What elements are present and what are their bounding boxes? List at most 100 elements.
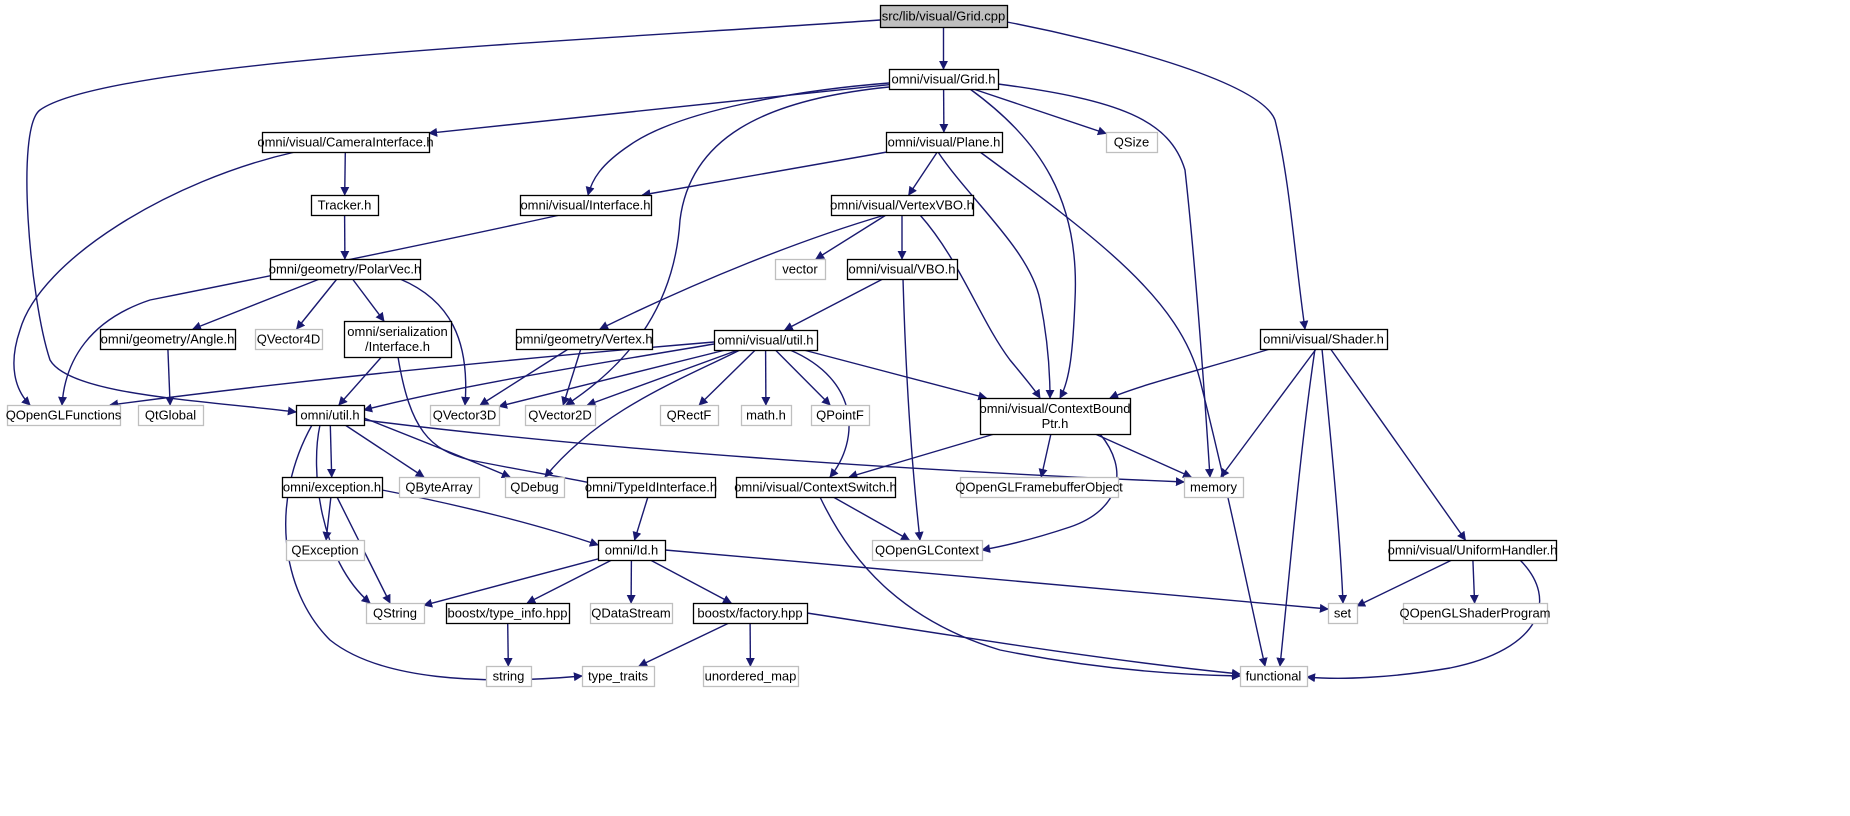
node-qvector2d: QVector2D	[524, 404, 597, 427]
node-vertexvbo[interactable]: omni/visual/VertexVBO.h	[830, 194, 975, 217]
node-box-qoglshader	[1402, 602, 1549, 625]
node-qexception: QException	[285, 539, 366, 562]
node-box-qbytearray	[398, 476, 481, 499]
node-label-ctxswitch: omni/visual/ContextSwitch.h	[734, 480, 897, 495]
edge-ctxswitch-to-functional	[819, 496, 1241, 681]
edge-grid_h-to-interface	[585, 82, 890, 196]
edge-id-to-set	[664, 549, 1329, 613]
node-box-camera	[261, 131, 431, 154]
node-unorderedmap: unordered_map	[702, 665, 800, 688]
node-label-qrectf: QRectF	[667, 408, 712, 423]
node-label-set: set	[1334, 606, 1352, 621]
node-interface[interactable]: omni/visual/Interface.h	[519, 194, 653, 217]
edge-uniform-to-qoglshader	[1469, 559, 1479, 604]
edge-vbo-to-qoglcontext	[902, 278, 924, 541]
node-qtglobal: QtGlobal	[137, 404, 205, 427]
node-label-qvector3d: QVector3D	[433, 408, 497, 423]
node-label-qoglcontext: QOpenGLContext	[875, 543, 979, 558]
edge-uniform-to-functional	[1306, 559, 1541, 683]
edge-root-to-shader	[1006, 21, 1309, 330]
node-label-qtglobal: QtGlobal	[145, 408, 196, 423]
node-label-qdatastream: QDataStream	[591, 606, 670, 621]
edge-util-to-qbytearray	[344, 424, 425, 478]
edge-vutil-to-qdebug	[544, 349, 741, 478]
node-label-typeid: omni/TypeIdInterface.h	[585, 480, 717, 495]
node-box-grid_h	[888, 68, 1000, 91]
edge-root-to-util	[26, 19, 881, 416]
edge-vertexvbo-to-vertex	[599, 214, 886, 330]
node-qoglcontext: QOpenGLContext	[871, 539, 984, 562]
node-root[interactable]: src/lib/visual/Grid.cpp	[879, 4, 1009, 29]
node-box-vbo	[846, 258, 959, 281]
edge-polarvec-to-qvector4d	[296, 278, 338, 330]
node-box-factory	[692, 602, 809, 625]
node-box-ctxswitch	[735, 476, 897, 499]
node-plane[interactable]: omni/visual/Plane.h	[885, 131, 1004, 154]
node-serialization[interactable]: omni/serialization/Interface.h	[343, 320, 453, 359]
edge-util-to-memory	[363, 419, 1185, 487]
node-qstring: QString	[365, 602, 426, 625]
node-qdebug: QDebug	[504, 476, 566, 499]
node-polarvec[interactable]: omni/geometry/PolarVec.h	[269, 258, 421, 281]
node-shader[interactable]: omni/visual/Shader.h	[1259, 328, 1389, 351]
node-label-qoglfunc: QOpenGLFunctions	[6, 408, 122, 423]
node-typeinfo[interactable]: boostx/type_info.hpp	[445, 602, 571, 625]
node-box-vector	[774, 258, 827, 281]
node-label-plane: omni/visual/Plane.h	[888, 135, 1001, 150]
node-box-functional	[1239, 665, 1309, 688]
edge-shader-to-set	[1321, 348, 1348, 604]
node-vertex[interactable]: omni/geometry/Vertex.h	[515, 328, 654, 351]
node-label-interface: omni/visual/Interface.h	[520, 198, 650, 213]
edge-ctxbound-to-memory	[1094, 433, 1193, 478]
node-camera[interactable]: omni/visual/CameraInterface.h	[257, 131, 434, 154]
node-label-vbo: omni/visual/VBO.h	[849, 262, 956, 277]
node-grid_h[interactable]: omni/visual/Grid.h	[888, 68, 1000, 91]
edge-vutil-to-qpointf	[774, 349, 831, 406]
node-label-util: omni/util.h	[300, 408, 359, 423]
node-angle[interactable]: omni/geometry/Angle.h	[99, 328, 237, 351]
node-label-qpointf: QPointF	[816, 408, 864, 423]
node-box-serialization	[343, 320, 453, 359]
node-label-unorderedmap: unordered_map	[705, 669, 797, 684]
node-box-qdebug	[504, 476, 566, 499]
edge-shader-to-functional	[1276, 348, 1316, 667]
node-label-memory: memory	[1190, 480, 1237, 495]
node-box-typeinfo	[445, 602, 571, 625]
node-factory[interactable]: boostx/factory.hpp	[692, 602, 809, 625]
node-label-qstring: QString	[373, 606, 417, 621]
node-label-typetraits: type_traits	[588, 669, 648, 684]
edge-vbo-to-vutil	[783, 278, 884, 331]
node-label-qbytearray: QByteArray	[405, 480, 473, 495]
node-box-exception	[281, 476, 384, 499]
node-label-qsize: QSize	[1114, 135, 1149, 150]
node-label-factory: boostx/factory.hpp	[697, 606, 802, 621]
node-exception[interactable]: omni/exception.h	[281, 476, 384, 499]
node-label-mathh: math.h	[746, 408, 786, 423]
node-vutil[interactable]: omni/visual/util.h	[713, 329, 819, 352]
edge-ctxbound-to-qoglfbo	[1038, 433, 1052, 478]
node-uniform[interactable]: omni/visual/UniformHandler.h	[1388, 539, 1558, 562]
node-label-vertex: omni/geometry/Vertex.h	[515, 332, 652, 347]
node-label-angle: omni/geometry/Angle.h	[101, 332, 235, 347]
edge-ctxbound-to-qoglcontext	[981, 433, 1118, 554]
node-util[interactable]: omni/util.h	[295, 404, 366, 427]
edge-vutil-to-qrectf	[698, 349, 756, 406]
node-vbo[interactable]: omni/visual/VBO.h	[846, 258, 959, 281]
edge-exception-to-qexception	[322, 496, 332, 541]
node-label-uniform: omni/visual/UniformHandler.h	[1388, 543, 1558, 558]
edge-shader-to-ctxbound	[1109, 348, 1271, 399]
edge-plane-to-functional	[979, 151, 1268, 667]
node-tracker[interactable]: Tracker.h	[310, 194, 380, 217]
edge-factory-to-typetraits	[638, 622, 730, 667]
node-label-functional: functional	[1246, 669, 1302, 684]
node-label-shader: omni/visual/Shader.h	[1263, 332, 1384, 347]
node-typeid[interactable]: omni/TypeIdInterface.h	[585, 476, 717, 499]
edge-typeinfo-to-string	[503, 622, 513, 667]
node-ctxswitch[interactable]: omni/visual/ContextSwitch.h	[734, 476, 897, 499]
edge-id-to-factory	[649, 559, 732, 604]
node-qoglfunc: QOpenGLFunctions	[6, 404, 122, 427]
edge-serialization-to-util	[338, 356, 383, 406]
node-id[interactable]: omni/Id.h	[597, 539, 667, 562]
node-box-ctxbound	[979, 397, 1132, 436]
